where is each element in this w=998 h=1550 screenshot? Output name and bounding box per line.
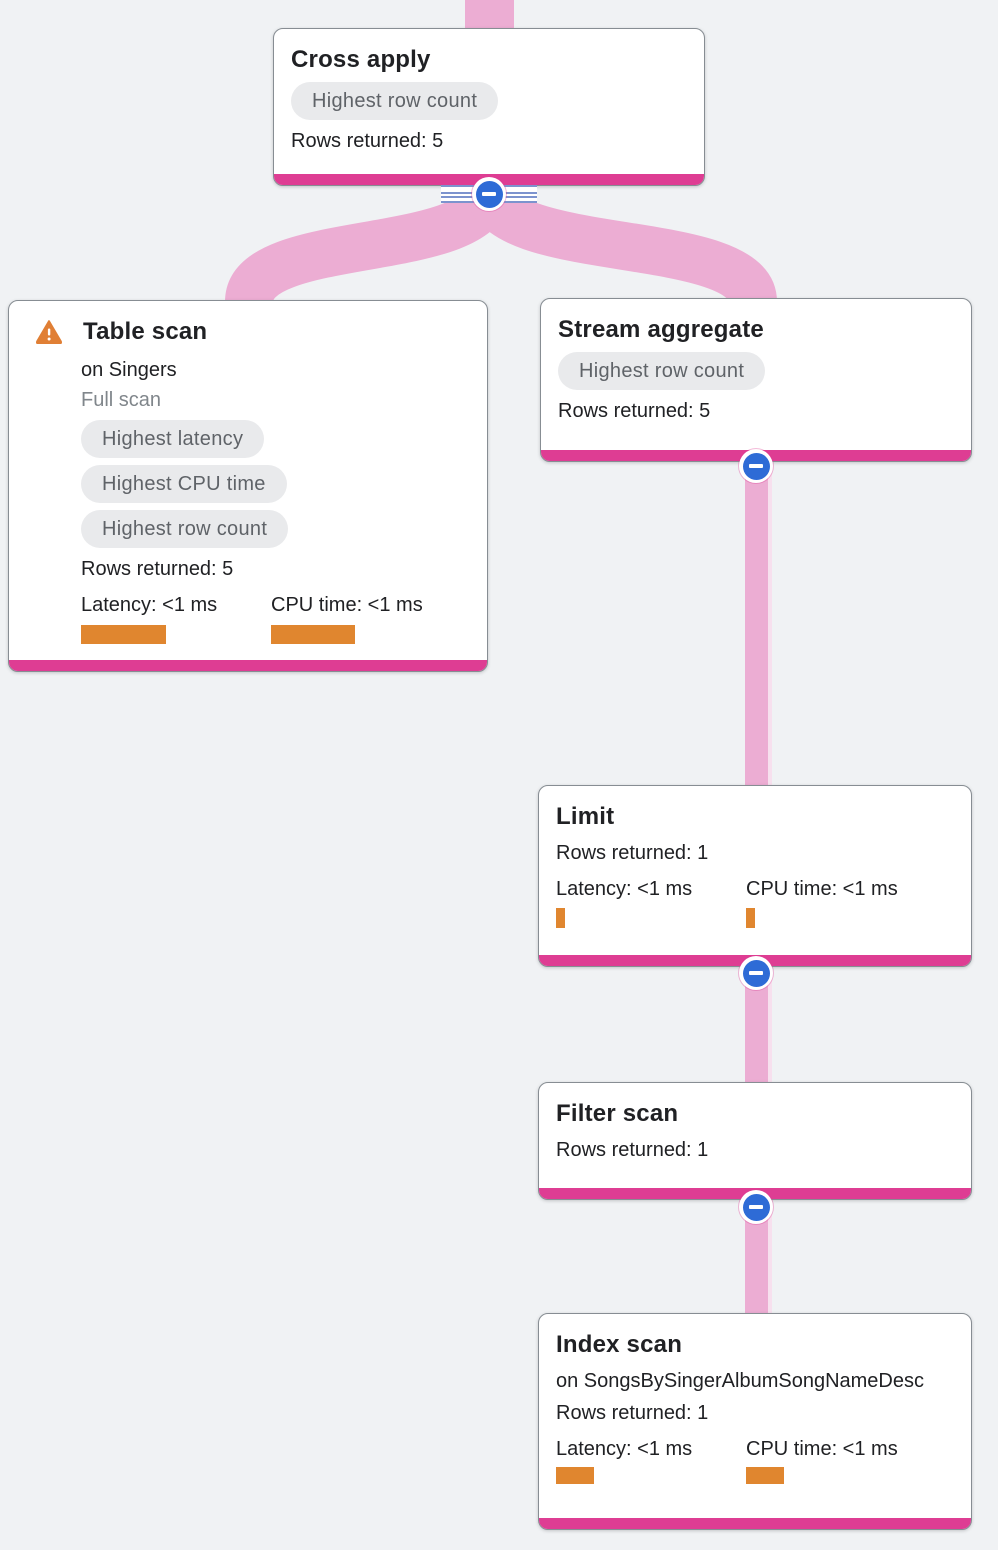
edge-filter-scan-to-index-scan-highlight [768, 1198, 772, 1316]
edge-stream-aggregate-to-limit-highlight [768, 460, 772, 788]
edge-limit-to-filter-scan-highlight [768, 965, 772, 1085]
minus-icon [475, 180, 503, 208]
cpu-time-bar [746, 1467, 784, 1484]
collapse-button-filter-scan[interactable] [739, 1190, 773, 1224]
badge-highest-row-count: Highest row count [291, 82, 499, 120]
edge-cross-apply-to-stream-aggregate [465, 182, 777, 307]
warning-icon [36, 320, 62, 344]
cpu-time-label: CPU time: <1 ms [746, 878, 898, 900]
node-subtitle: on SongsBySingerAlbumSongNameDesc [556, 1370, 924, 1392]
edge-limit-to-filter-scan [745, 963, 768, 1085]
edge-parent-to-cross-apply [465, 0, 514, 29]
plan-node-filter-scan[interactable]: Filter scan Rows returned: 1 [538, 1082, 972, 1200]
plan-node-stream-aggregate[interactable]: Stream aggregate Highest row count Rows … [540, 298, 972, 462]
node-title: Table scan [83, 318, 208, 345]
badge-highest-row-count: Highest row count [558, 352, 766, 390]
collapse-button-cross-apply[interactable] [472, 177, 506, 211]
edge-filter-scan-to-index-scan [745, 1196, 768, 1316]
cpu-time-label: CPU time: <1 ms [271, 594, 423, 616]
rows-returned: Rows returned: 5 [291, 130, 444, 152]
badge-highest-cpu-time: Highest CPU time [81, 465, 287, 503]
rows-returned: Rows returned: 5 [81, 558, 234, 580]
minus-icon [742, 959, 770, 987]
edge-cross-apply-to-table-scan [225, 182, 513, 306]
cpu-time-bar [746, 908, 755, 928]
node-title: Filter scan [556, 1100, 679, 1127]
node-note: Full scan [81, 389, 162, 411]
rows-returned: Rows returned: 5 [558, 400, 711, 422]
rows-returned: Rows returned: 1 [556, 1402, 709, 1424]
collapse-button-stream-aggregate[interactable] [739, 449, 773, 483]
plan-node-limit[interactable]: Limit Rows returned: 1 Latency: <1 ms CP… [538, 785, 972, 967]
rows-returned: Rows returned: 1 [556, 1139, 709, 1161]
badge-highest-latency: Highest latency [81, 420, 265, 458]
collapse-button-limit[interactable] [739, 956, 773, 990]
node-subtitle: on Singers [81, 359, 177, 381]
minus-icon [742, 452, 770, 480]
latency-label: Latency: <1 ms [556, 1438, 693, 1460]
edge-stream-aggregate-to-limit [745, 458, 768, 788]
node-title: Limit [556, 803, 615, 830]
node-title: Index scan [556, 1331, 683, 1358]
latency-label: Latency: <1 ms [81, 594, 218, 616]
latency-label: Latency: <1 ms [556, 878, 693, 900]
node-footer-bar [539, 1518, 971, 1529]
badge-highest-row-count: Highest row count [81, 510, 289, 548]
latency-bar [556, 1467, 594, 1484]
latency-bar [81, 625, 166, 644]
rows-returned: Rows returned: 1 [556, 842, 709, 864]
latency-bar [556, 908, 565, 928]
cpu-time-bar [271, 625, 355, 644]
node-title: Cross apply [291, 46, 431, 73]
node-title: Stream aggregate [558, 316, 764, 343]
plan-node-cross-apply[interactable]: Cross apply Highest row count Rows retur… [273, 28, 705, 186]
minus-icon [742, 1193, 770, 1221]
node-footer-bar [9, 660, 487, 671]
plan-node-table-scan[interactable]: Table scan on Singers Full scan Highest … [8, 300, 488, 672]
cpu-time-label: CPU time: <1 ms [746, 1438, 898, 1460]
plan-node-index-scan[interactable]: Index scan on SongsBySingerAlbumSongName… [538, 1313, 972, 1530]
